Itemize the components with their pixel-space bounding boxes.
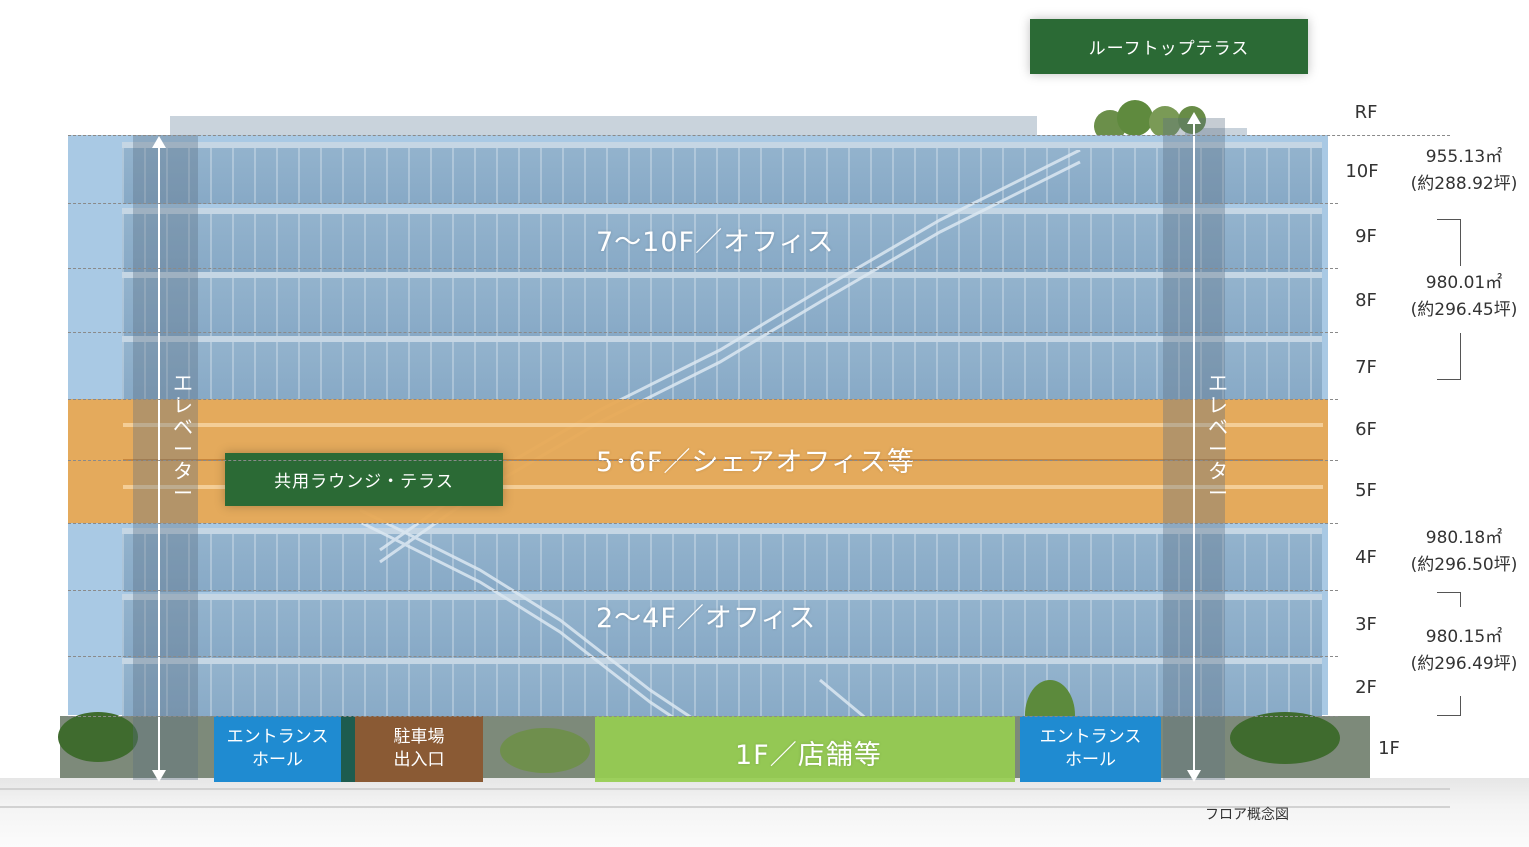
floor-line — [68, 135, 1450, 136]
area-bracket-bottom — [1437, 333, 1461, 380]
area-10f: 955.13㎡ (約288.92坪) — [1399, 144, 1529, 198]
shop-area — [595, 716, 1015, 782]
arrow-up-icon — [1187, 112, 1201, 124]
entrance-hall-right: エントランス ホール — [1020, 716, 1161, 782]
facade-2f — [122, 658, 1322, 722]
area-4f-tsubo: (約296.50坪) — [1410, 555, 1518, 575]
facade-10f — [122, 142, 1322, 204]
facade-8f — [122, 272, 1322, 336]
area-2-3f-tsubo: (約296.49坪) — [1410, 654, 1518, 674]
parking-entrance-line2: 出入口 — [393, 750, 445, 770]
floor-label-7f: 7F — [1355, 357, 1377, 378]
area-7-9f: 980.01㎡ (約296.45坪) — [1399, 270, 1529, 324]
facade-3f — [122, 594, 1322, 658]
floor-line — [68, 399, 1338, 400]
floor-label-9f: 9F — [1355, 226, 1377, 247]
floor-line — [68, 523, 1338, 524]
area-10f-sqm: 955.13㎡ — [1425, 147, 1503, 167]
elevator-label-right: エレベーター — [1208, 371, 1228, 505]
zone-shop: 1F／店舗等 — [735, 740, 882, 771]
entrance-hall-left-line1: エントランス — [226, 727, 329, 747]
facade-4f — [122, 528, 1322, 592]
floor-line — [68, 332, 1338, 333]
floor-label-1f: 1F — [1378, 738, 1400, 759]
parking-entrance-line1: 駐車場 — [393, 727, 445, 747]
floor-label-4f: 4F — [1355, 547, 1377, 568]
area-7-9f-tsubo: (約296.45坪) — [1410, 300, 1518, 320]
shared-lounge-tag: 共用ラウンジ・テラス — [225, 453, 503, 506]
floor-label-10f: 10F — [1345, 161, 1379, 182]
entrance-hall-left: エントランス ホール — [214, 716, 341, 782]
floor-line — [68, 460, 1338, 461]
entrance-hall-right-line1: エントランス — [1039, 727, 1142, 747]
entrance-hall-right-line2: ホール — [1065, 750, 1116, 770]
elevator-arrow-right — [1193, 122, 1195, 772]
area-4f: 980.18㎡ (約296.50坪) — [1399, 525, 1529, 579]
area-10f-tsubo: (約288.92坪) — [1410, 174, 1518, 194]
floor-line — [68, 203, 1338, 204]
arrow-down-icon — [152, 770, 166, 782]
plant-icon — [500, 728, 590, 773]
area-2-3f: 980.15㎡ (約296.49坪) — [1399, 624, 1529, 678]
floor-line — [68, 656, 1338, 657]
plant-icon — [1230, 712, 1340, 764]
zone-upper-office: 7～10F／オフィス — [596, 227, 835, 258]
elevator-shaft-left — [133, 135, 198, 780]
floor-label-5f: 5F — [1355, 480, 1377, 501]
area-2-3f-sqm: 980.15㎡ — [1425, 627, 1503, 647]
parking-entrance: 駐車場 出入口 — [355, 716, 483, 782]
facade-9f — [122, 208, 1322, 272]
elevator-arrow-left — [158, 146, 160, 772]
floor-label-8f: 8F — [1355, 290, 1377, 311]
diagram-caption: フロア概念図 — [1205, 807, 1289, 823]
floor-line — [68, 590, 1338, 591]
zone-lower-office: 2～4F／オフィス — [596, 603, 817, 634]
arrow-down-icon — [1187, 770, 1201, 782]
floor-label-3f: 3F — [1355, 614, 1377, 635]
area-bracket-top — [1437, 219, 1461, 266]
elevator-label-left: エレベーター — [173, 371, 193, 505]
area-bracket-bottom — [1437, 696, 1461, 716]
rooftop-terrace-tag: ルーフトップテラス — [1030, 19, 1308, 74]
area-4f-sqm: 980.18㎡ — [1425, 528, 1503, 548]
entrance-divider — [341, 716, 355, 782]
facade-7f — [122, 336, 1322, 400]
entrance-hall-left-line2: ホール — [252, 750, 303, 770]
floor-line — [68, 268, 1338, 269]
area-7-9f-sqm: 980.01㎡ — [1425, 273, 1503, 293]
arrow-up-icon — [152, 136, 166, 148]
street-ground — [0, 778, 1529, 847]
floor-label-rf: RF — [1354, 102, 1378, 123]
area-bracket-top — [1437, 592, 1461, 607]
floor-label-6f: 6F — [1355, 419, 1377, 440]
plant-icon — [58, 712, 138, 762]
floor-label-2f: 2F — [1355, 677, 1377, 698]
floor-line — [68, 716, 1338, 717]
zone-share-office: 5･6F／シェアオフィス等 — [596, 447, 915, 478]
